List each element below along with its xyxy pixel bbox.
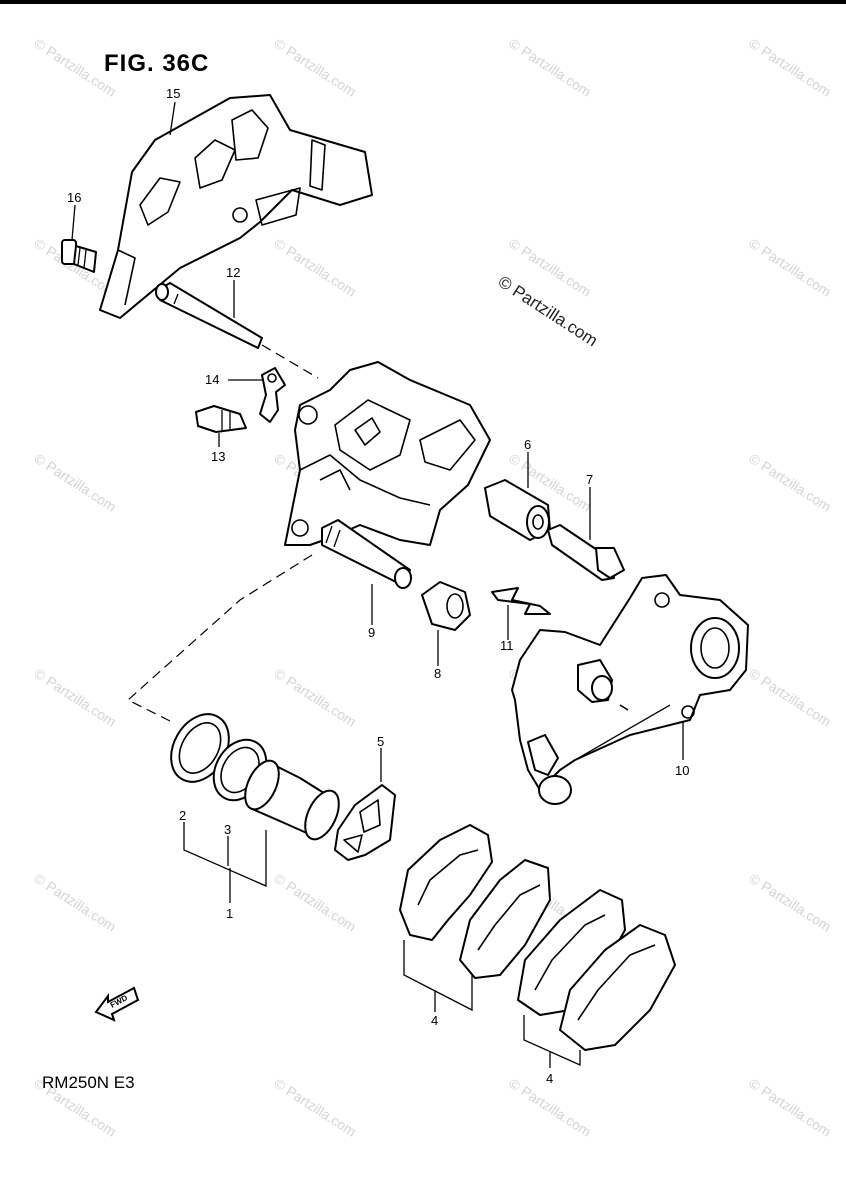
leader-lines [71, 101, 684, 1068]
caliper-body [284, 361, 491, 546]
callout-8: 8 [434, 666, 441, 681]
part-14-bleeder-cap [259, 367, 286, 423]
piston-guide-line [126, 554, 313, 723]
part-12-pin [155, 282, 263, 349]
callout-2: 2 [179, 808, 186, 823]
part-4-brake-pads-b [517, 889, 676, 1051]
part-11-clip [491, 587, 551, 615]
callout-6: 6 [524, 437, 531, 452]
part-10-caliper-bracket [511, 574, 749, 805]
callout-3: 3 [224, 822, 231, 837]
part-6-sleeve [484, 479, 551, 541]
part-8-boot [421, 581, 471, 631]
model-code: RM250N E3 [42, 1073, 135, 1092]
part-5-shim [334, 784, 396, 861]
callout-labels: 15 16 12 14 13 6 7 9 11 8 5 10 2 3 1 4 4 [67, 86, 689, 1086]
callout-16: 16 [67, 190, 81, 205]
part-13-bleeder-valve [195, 405, 247, 433]
part-9-slide-pin [321, 519, 412, 589]
callout-10: 10 [675, 763, 689, 778]
callout-14: 14 [205, 372, 219, 387]
part-15-caliper-guard [99, 94, 373, 319]
callout-7: 7 [586, 472, 593, 487]
callout-1: 1 [226, 906, 233, 921]
callout-4-a: 4 [431, 1013, 438, 1028]
figure-title: FIG. 36C [104, 50, 210, 77]
part-2-piston-seal [170, 713, 230, 783]
part-1-piston [244, 759, 340, 841]
callout-13: 13 [211, 449, 225, 464]
part-16-bolt [61, 239, 97, 273]
callout-15: 15 [166, 86, 180, 101]
callout-12: 12 [226, 265, 240, 280]
bracket-guide-line [574, 704, 671, 761]
callout-9: 9 [368, 625, 375, 640]
part-7-bolt [547, 524, 625, 581]
callout-4-b: 4 [546, 1071, 553, 1086]
part-4-brake-pads-a [399, 824, 551, 979]
callout-11: 11 [500, 638, 514, 653]
pin-guide-line [261, 344, 319, 379]
fwd-arrow-icon: FWD [94, 986, 140, 1022]
callout-5: 5 [377, 734, 384, 749]
